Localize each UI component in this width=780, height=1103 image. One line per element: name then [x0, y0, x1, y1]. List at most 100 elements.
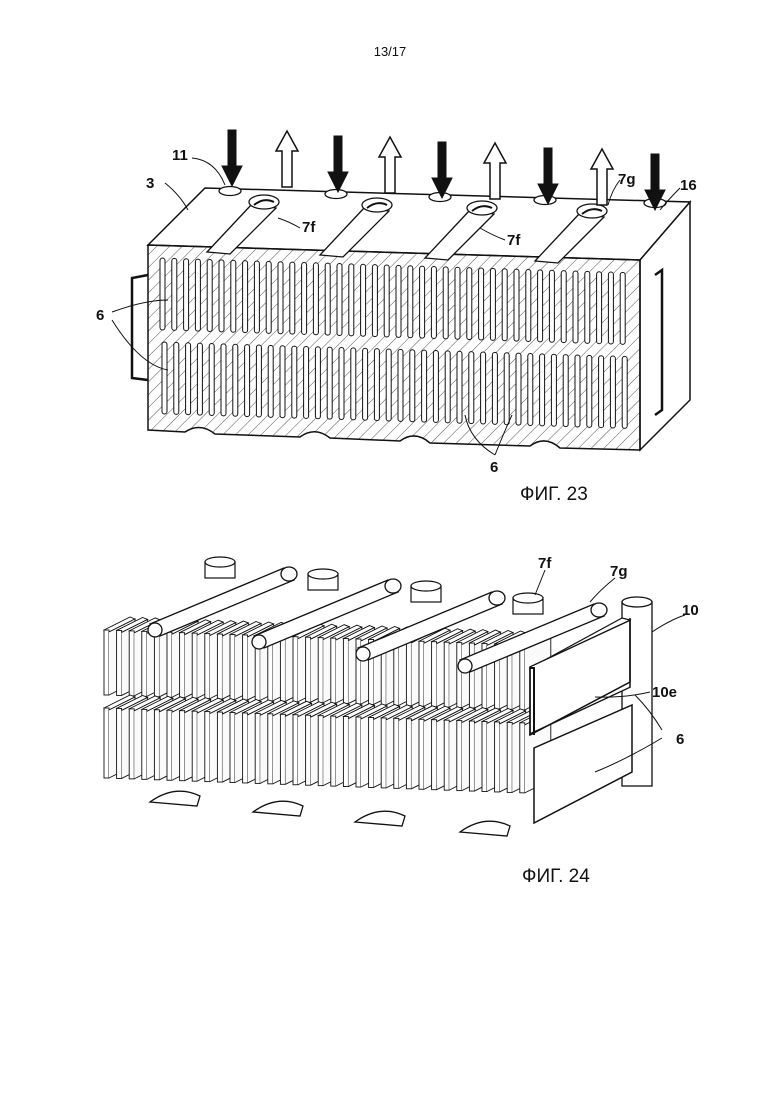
channel-slot-upper — [502, 269, 507, 341]
fin-front — [356, 717, 361, 787]
label-7f-second: 7f — [507, 232, 521, 249]
channel-slot-upper — [420, 266, 425, 338]
tube-end — [148, 623, 162, 637]
tube-end — [489, 591, 505, 605]
channel-slot-lower — [315, 347, 320, 419]
channel-slot-upper — [479, 268, 484, 340]
label-10: 10 — [682, 602, 699, 619]
tube-end — [458, 659, 472, 673]
fin-front — [117, 708, 122, 778]
left-groove — [132, 275, 148, 380]
channel-slot-lower — [386, 349, 391, 421]
channel-slot-lower — [610, 356, 615, 428]
top-cylinder-cap — [205, 557, 235, 567]
channel-slot-upper — [184, 259, 189, 331]
tube-end — [252, 635, 266, 649]
channel-slot-lower — [197, 343, 202, 415]
fin-front — [469, 721, 474, 791]
fin-front — [154, 632, 159, 697]
channel-slot-lower — [599, 356, 604, 428]
fin-front — [129, 709, 134, 779]
channel-slot-upper — [266, 261, 271, 333]
channel-slot-upper — [384, 265, 389, 337]
fin-front — [255, 713, 260, 783]
label-6-bottom: 6 — [490, 459, 498, 476]
channel-slot-upper — [243, 261, 248, 333]
arrow-up-icon — [591, 149, 613, 205]
fin-front — [230, 635, 235, 700]
channel-slot-lower — [327, 347, 332, 419]
fin-front — [482, 722, 487, 792]
fin-front — [243, 713, 248, 783]
bottom-foot — [460, 821, 510, 836]
channel-slot-lower — [268, 345, 273, 417]
tube-end — [591, 603, 607, 617]
fin-front — [205, 712, 210, 782]
channel-slot-upper — [455, 267, 460, 339]
fin-front — [142, 709, 147, 779]
channel-slot-upper — [325, 263, 330, 335]
channel-slot-upper — [561, 271, 566, 343]
fin-front — [520, 723, 525, 793]
arrow-up-icon — [484, 143, 506, 199]
fin-front — [280, 714, 285, 784]
channel-slot-lower — [162, 342, 167, 414]
channel-slot-lower — [457, 351, 462, 423]
channel-slot-lower — [363, 348, 368, 420]
fin-front — [432, 642, 437, 707]
channel-slot-upper — [207, 259, 212, 331]
label-16: 16 — [680, 177, 697, 194]
label-7g-24: 7g — [610, 563, 628, 580]
fin-front — [217, 712, 222, 782]
bottom-foot — [355, 811, 405, 826]
fin-front — [394, 640, 399, 705]
fin-front — [142, 631, 147, 696]
arrow-down-icon — [328, 136, 348, 192]
channel-slot-upper — [195, 259, 200, 331]
label-6-left: 6 — [96, 307, 104, 324]
channel-slot-lower — [481, 352, 486, 424]
label-11: 11 — [172, 147, 188, 164]
fin-front — [154, 710, 159, 780]
fin-front — [507, 722, 512, 792]
channel-slot-lower — [563, 355, 568, 427]
channel-slot-lower — [186, 343, 191, 415]
channel-slot-upper — [160, 258, 165, 330]
tube-end — [281, 567, 297, 581]
channel-slot-upper — [514, 269, 519, 341]
bottom-foot — [253, 801, 303, 816]
channel-slot-lower — [339, 348, 344, 420]
channel-slot-lower — [245, 345, 250, 417]
tube-opening — [362, 198, 392, 212]
top-cylinder-cap — [411, 581, 441, 591]
channel-slot-upper — [408, 266, 413, 338]
fin-front — [217, 634, 222, 699]
channel-slot-upper — [254, 261, 259, 333]
channel-slot-upper — [526, 269, 531, 341]
fin-front — [406, 641, 411, 706]
tube-opening — [467, 201, 497, 215]
channel-slot-lower — [422, 350, 427, 422]
inlet-hole — [325, 190, 347, 199]
fin-plates — [104, 617, 551, 793]
figure-24-caption: ФИГ. 24 — [522, 866, 590, 887]
fin-front — [419, 641, 424, 706]
label-7g: 7g — [618, 171, 636, 188]
fin-front — [205, 634, 210, 699]
tube-opening — [577, 204, 607, 218]
fin-front — [331, 638, 336, 703]
fin-front — [495, 722, 500, 792]
channel-slot-upper — [431, 267, 436, 339]
channel-slot-upper — [290, 262, 295, 334]
tube-opening — [249, 195, 279, 209]
channel-slot-upper — [361, 264, 366, 336]
channel-slot-lower — [587, 355, 592, 427]
fin-front — [343, 639, 348, 704]
channel-slot-lower — [280, 346, 285, 418]
channel-slot-upper — [620, 272, 625, 344]
tube-end — [385, 579, 401, 593]
channel-slot-upper — [467, 268, 472, 340]
fin-front — [230, 713, 235, 783]
fin-front — [369, 717, 374, 787]
figure-23-caption: ФИГ. 23 — [520, 484, 588, 505]
